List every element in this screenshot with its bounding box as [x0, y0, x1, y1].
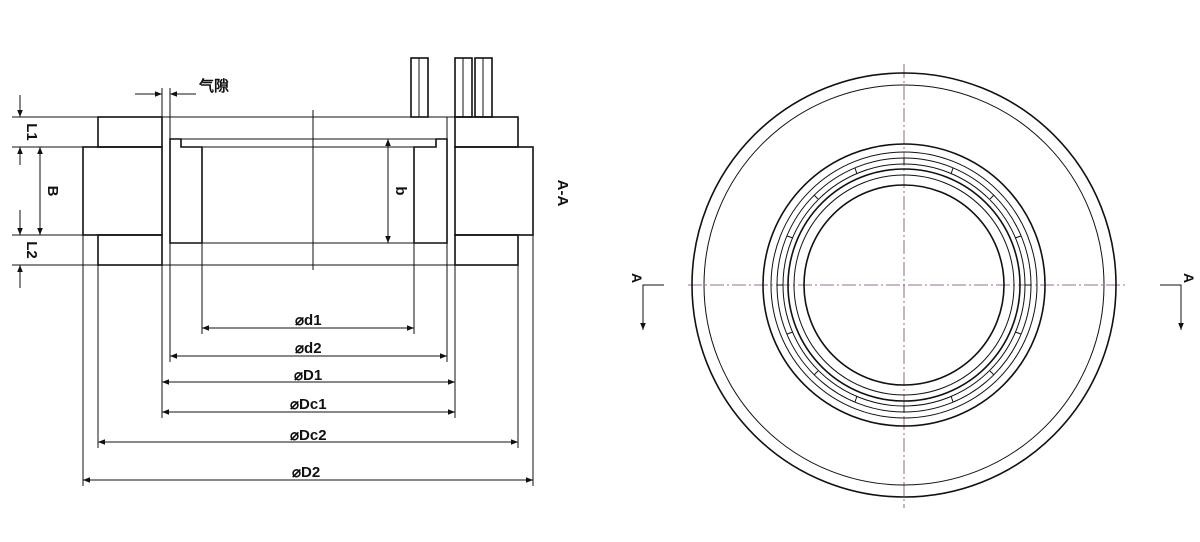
- outer-ring-left-body: [82, 146, 163, 236]
- wire-leads: [410, 57, 493, 118]
- rotor-bore-circle: [803, 184, 1005, 386]
- outer-housing-circle: [691, 72, 1117, 498]
- stator-outer-circle: [762, 143, 1046, 427]
- section-label: A-A: [554, 180, 571, 207]
- label-D2: ⌀D2: [292, 464, 320, 481]
- section-view: L1 B L2 b A-A 气隙: [12, 57, 571, 486]
- label-Dc2: ⌀Dc2: [290, 427, 327, 444]
- outer-ring-left-lower: [97, 234, 163, 266]
- label-air-gap: 气隙: [198, 77, 229, 95]
- outer-ring-right-lower: [454, 234, 519, 266]
- front-view: A A: [629, 64, 1197, 508]
- rotor-mid-circle: [793, 174, 1015, 396]
- label-d2: ⌀d2: [295, 340, 322, 357]
- label-Dc1: ⌀Dc1: [290, 396, 327, 413]
- cut-label-left: A: [629, 273, 645, 283]
- inner-ring-left: [169, 138, 203, 244]
- stator-inner-circle: [770, 151, 1038, 419]
- label-l1: L1: [23, 123, 40, 141]
- diameter-extension-lines: [82, 235, 534, 486]
- segment-ring: [776, 157, 1032, 413]
- rotor-outer-circle: [787, 168, 1021, 402]
- outer-ring-right-upper: [454, 116, 519, 148]
- label-b-inner: b: [392, 186, 409, 195]
- outer-ring-right-body: [454, 146, 534, 236]
- outer-ring-left-upper: [97, 116, 163, 148]
- inner-ring-right: [413, 138, 448, 244]
- label-l2: L2: [23, 241, 40, 259]
- label-D1: ⌀D1: [294, 367, 322, 384]
- label-b-outer: B: [44, 186, 61, 197]
- outer-housing-inner-circle: [703, 84, 1105, 486]
- label-d1: ⌀d1: [295, 312, 322, 329]
- cut-marker-left: A: [629, 273, 664, 330]
- air-gap-indicator: 气隙: [135, 77, 229, 117]
- cut-marker-right: A: [1160, 273, 1197, 330]
- rotor-top-plate: [162, 116, 455, 140]
- cut-label-right: A: [1181, 273, 1197, 283]
